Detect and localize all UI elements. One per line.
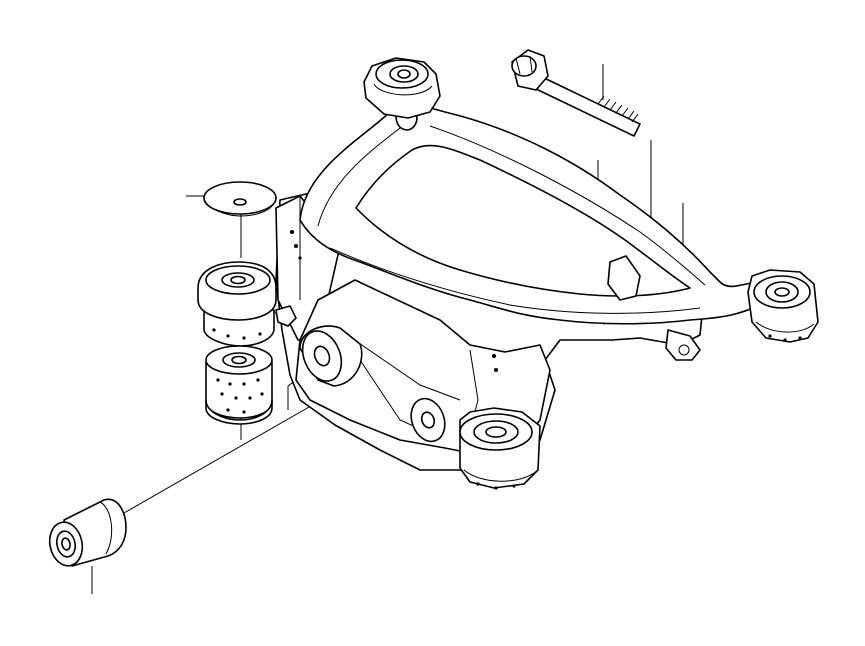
- bushing-sleeve: [48, 498, 127, 567]
- upper-rubber-mount: [197, 261, 277, 347]
- lower-rubber-mount: [205, 345, 273, 425]
- mounting-bolt: [511, 49, 641, 137]
- subframe-carrier: [275, 57, 819, 490]
- stop-washer: [203, 181, 277, 217]
